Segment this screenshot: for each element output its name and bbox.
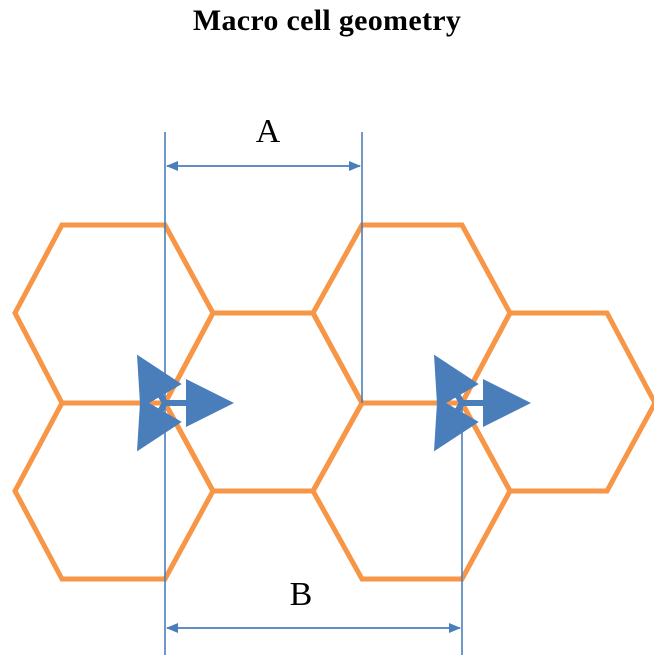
antenna-sector-upper [136, 354, 182, 409]
antenna-sector-lower [433, 397, 479, 452]
dimension-label-b: B [290, 576, 313, 613]
hex-cell-site-2-lower-left [310, 400, 513, 582]
antenna-sector-upper [433, 354, 479, 409]
dimension-label-a: A [256, 113, 281, 150]
antenna-sector-lower [136, 397, 182, 452]
antenna-site-1 [136, 354, 234, 452]
hex-cell-site-2-upper-left [310, 222, 513, 406]
hex-cell-site-1-upper-left [12, 222, 216, 406]
hex-cell-site-1-lower-left [12, 400, 216, 582]
diagram-title: Macro cell geometry [192, 4, 462, 37]
antenna-site-2 [433, 354, 531, 452]
hexagon-cells [12, 222, 654, 582]
